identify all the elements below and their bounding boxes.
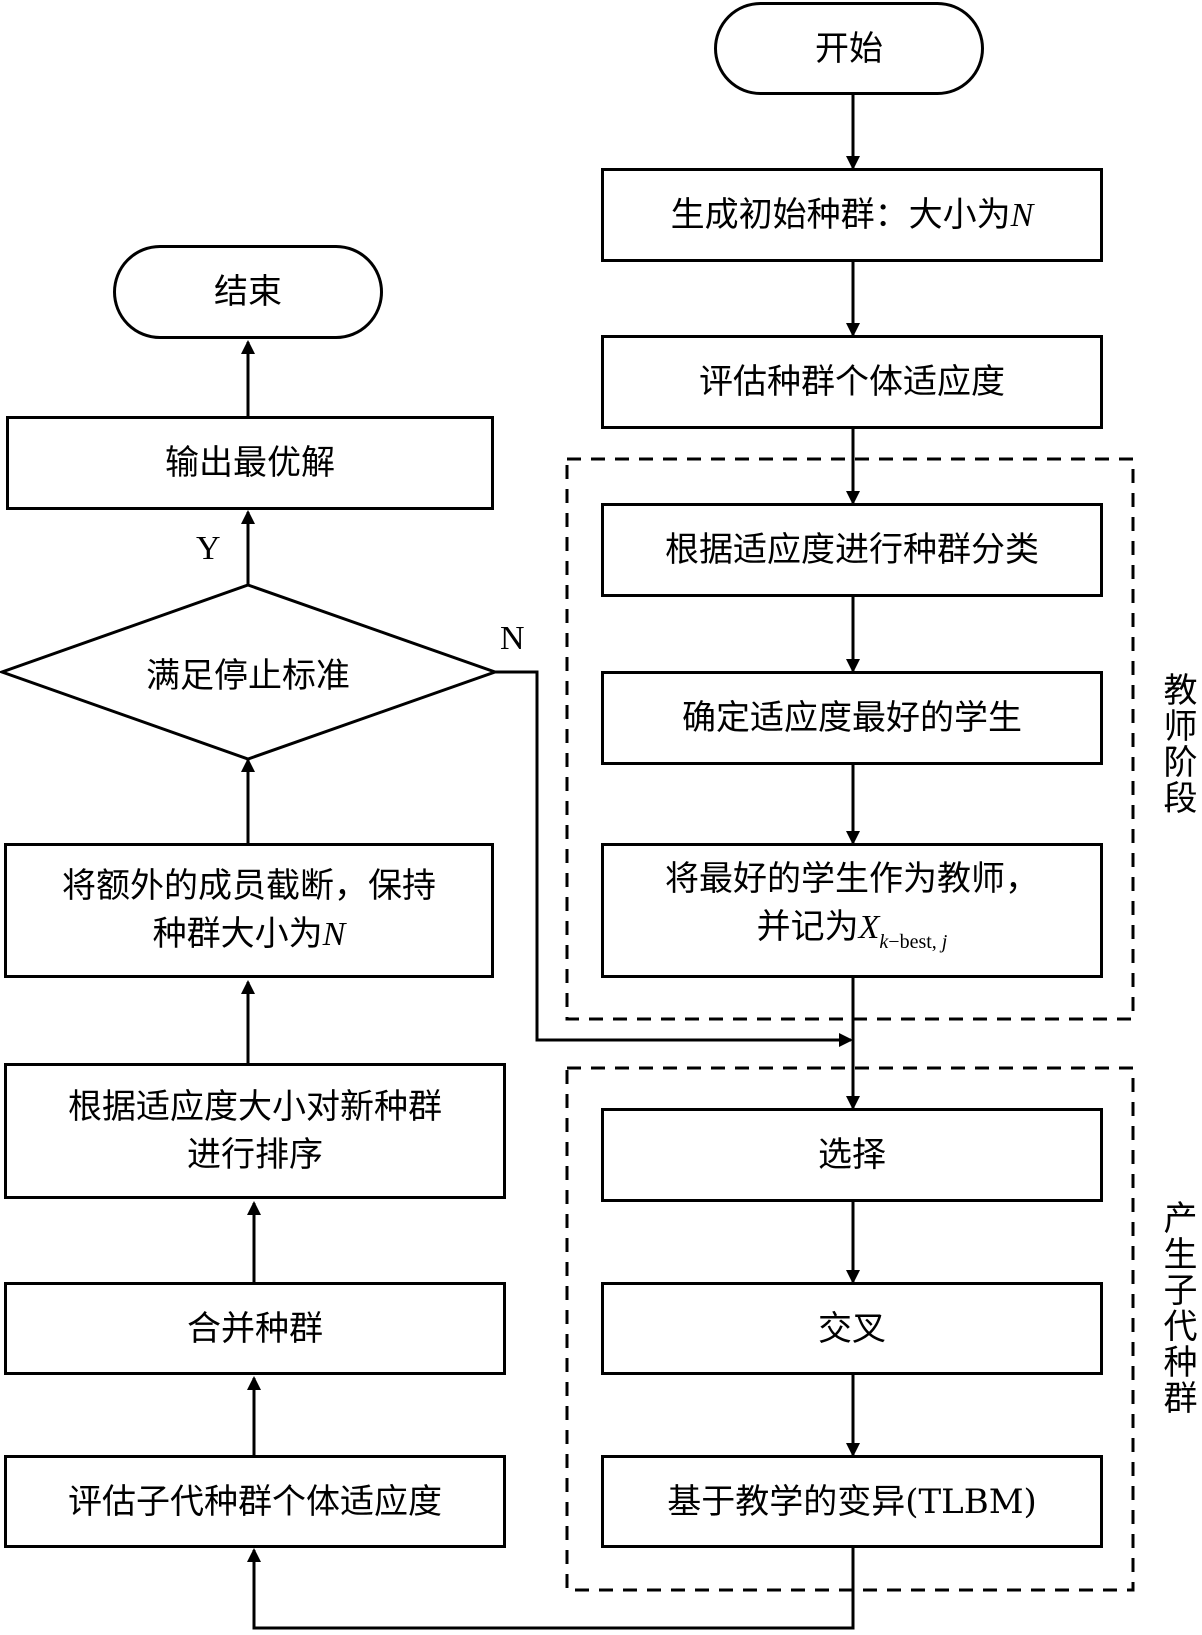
output-label: 输出最优解 xyxy=(165,443,335,483)
evaluate-offspring-label: 评估子代种群个体适应度 xyxy=(68,1481,442,1522)
evaluate-fitness-node: 评估种群个体适应度 xyxy=(601,335,1103,429)
no-label: N xyxy=(500,620,525,657)
init-population-label: 生成初始种群：大小为N xyxy=(670,194,1034,235)
truncate-label: 将额外的成员截断，保持 种群大小为N xyxy=(62,866,436,954)
sort-label: 根据适应度大小对新种群 进行排序 xyxy=(68,1087,442,1175)
offspring-group xyxy=(565,1066,1135,1592)
teacher-phase-label: 教师阶段 xyxy=(1157,672,1197,816)
merge-node: 合并种群 xyxy=(4,1282,506,1375)
end-label: 结束 xyxy=(214,272,282,312)
offspring-generation-label: 产生子代种群 xyxy=(1157,1200,1197,1416)
crossover-label: 交叉 xyxy=(818,1308,886,1349)
decision-label: 满足停止标准 xyxy=(146,655,350,696)
sort-node: 根据适应度大小对新种群 进行排序 xyxy=(4,1063,506,1199)
output-node: 输出最优解 xyxy=(6,416,494,510)
teacher-phase-group xyxy=(565,457,1135,1021)
teacher-label: 将最好的学生作为教师， 并记为Xk−best, j xyxy=(665,859,1039,953)
select-node: 选择 xyxy=(601,1108,1103,1202)
init-population-node: 生成初始种群：大小为N xyxy=(601,168,1103,262)
select-label: 选择 xyxy=(818,1135,886,1175)
teacher-node: 将最好的学生作为教师， 并记为Xk−best, j xyxy=(601,843,1103,978)
yes-label: Y xyxy=(196,530,221,567)
classify-node: 根据适应度进行种群分类 xyxy=(601,503,1103,597)
mutation-label: 基于教学的变异(TLBM) xyxy=(667,1481,1037,1522)
classify-label: 根据适应度进行种群分类 xyxy=(665,530,1039,570)
arrow-decision-no xyxy=(495,670,853,1047)
merge-label: 合并种群 xyxy=(187,1308,323,1349)
start-node: 开始 xyxy=(714,2,984,95)
evaluate-fitness-label: 评估种群个体适应度 xyxy=(699,362,1005,402)
best-student-node: 确定适应度最好的学生 xyxy=(601,671,1103,765)
start-label: 开始 xyxy=(815,28,883,69)
decision-diamond xyxy=(0,583,500,761)
mutation-node: 基于教学的变异(TLBM) xyxy=(601,1455,1103,1548)
truncate-node: 将额外的成员截断，保持 种群大小为N xyxy=(4,843,494,978)
best-student-label: 确定适应度最好的学生 xyxy=(682,698,1022,738)
crossover-node: 交叉 xyxy=(601,1282,1103,1375)
evaluate-offspring-node: 评估子代种群个体适应度 xyxy=(4,1455,506,1548)
arrow-mutation-evaloffspring xyxy=(247,1548,855,1630)
end-node: 结束 xyxy=(113,245,383,339)
